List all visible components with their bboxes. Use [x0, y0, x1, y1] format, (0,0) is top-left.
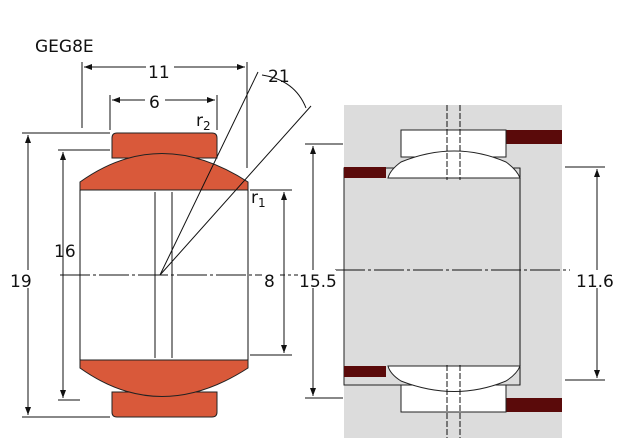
dim-16: 16 [54, 242, 76, 262]
seal-top-right [505, 130, 562, 144]
dim-11-6: 11.6 [576, 272, 614, 292]
dim-8: 8 [264, 272, 275, 292]
dim-r1: r1 [251, 188, 266, 210]
inner-ring-top [79, 153, 249, 191]
seal-top-left [344, 167, 386, 178]
mounting-section [305, 105, 605, 438]
dim-width-outer: 11 [148, 63, 170, 83]
seal-bottom-right [505, 398, 562, 412]
bearing-section [22, 62, 312, 418]
dim-r2: r2 [196, 111, 211, 133]
dim-width-inner: 6 [149, 93, 160, 113]
dim-angle: 21 [268, 67, 290, 87]
outer-ring-top [111, 132, 218, 159]
seal-bottom-left [344, 366, 386, 377]
outer-ring-bottom [111, 391, 218, 418]
dim-15-5: 15.5 [299, 272, 337, 292]
model-title: GEG8E [35, 37, 94, 57]
inner-ring-bottom [79, 359, 249, 397]
dim-19: 19 [10, 272, 32, 292]
